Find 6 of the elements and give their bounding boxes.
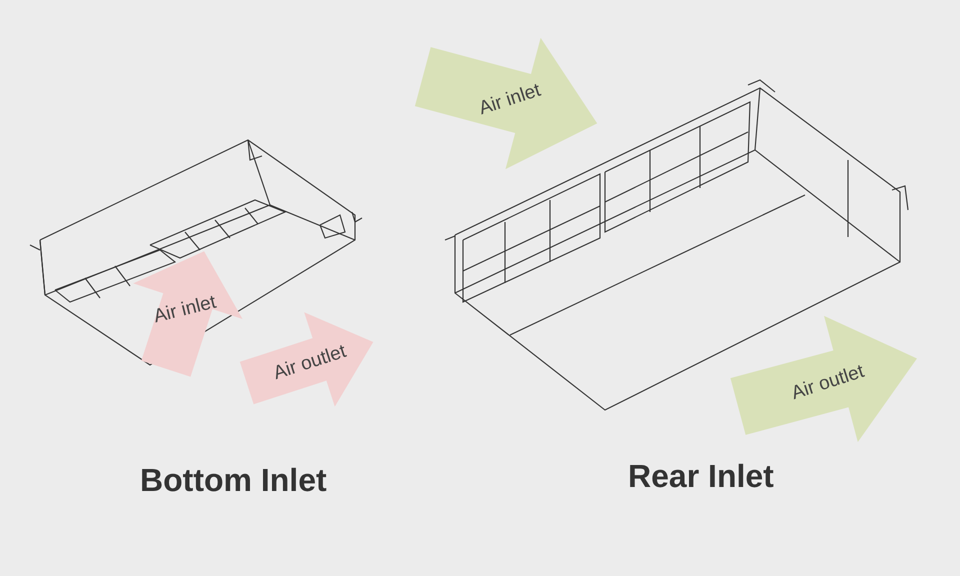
view-caption: Rear Inlet bbox=[628, 458, 774, 495]
arrow-label: Air outlet bbox=[270, 340, 350, 385]
arrow-label: Air inlet bbox=[152, 292, 218, 328]
arrow-label: Air inlet bbox=[476, 80, 544, 120]
arrow-label: Air outlet bbox=[788, 360, 867, 405]
view-caption: Bottom Inlet bbox=[140, 462, 327, 499]
